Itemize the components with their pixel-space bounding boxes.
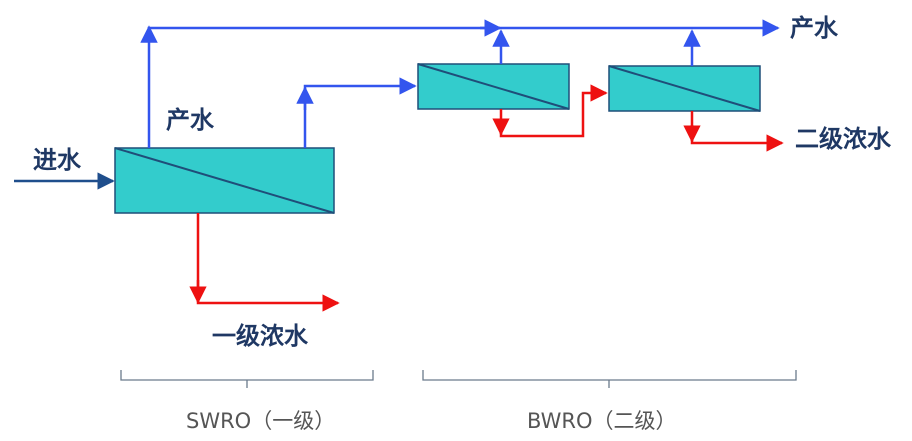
- concentrate-stage2-line: [690, 111, 784, 152]
- swro-bracket: [120, 370, 374, 388]
- concentrate-stage1-line: [196, 213, 340, 312]
- swro-stage-label: SWRO（一级）: [186, 409, 336, 433]
- permeate-stage1-label: 产水: [166, 106, 214, 134]
- stage1-permeate-to-bwro: [303, 77, 417, 148]
- bwro-bracket: [422, 370, 797, 388]
- bwro-stage-label: BWRO（二级）: [527, 409, 677, 433]
- permeate-final-label: 产水: [790, 14, 838, 42]
- concentrate-stage2-label: 二级浓水: [795, 125, 891, 153]
- bwro-membrane-unit-b: [608, 65, 761, 112]
- concentrate-stage1-label: 一级浓水: [212, 322, 308, 350]
- bwro-membrane-unit-a: [417, 63, 570, 110]
- swro-membrane-unit: [114, 147, 335, 214]
- feed-label: 进水: [33, 146, 81, 174]
